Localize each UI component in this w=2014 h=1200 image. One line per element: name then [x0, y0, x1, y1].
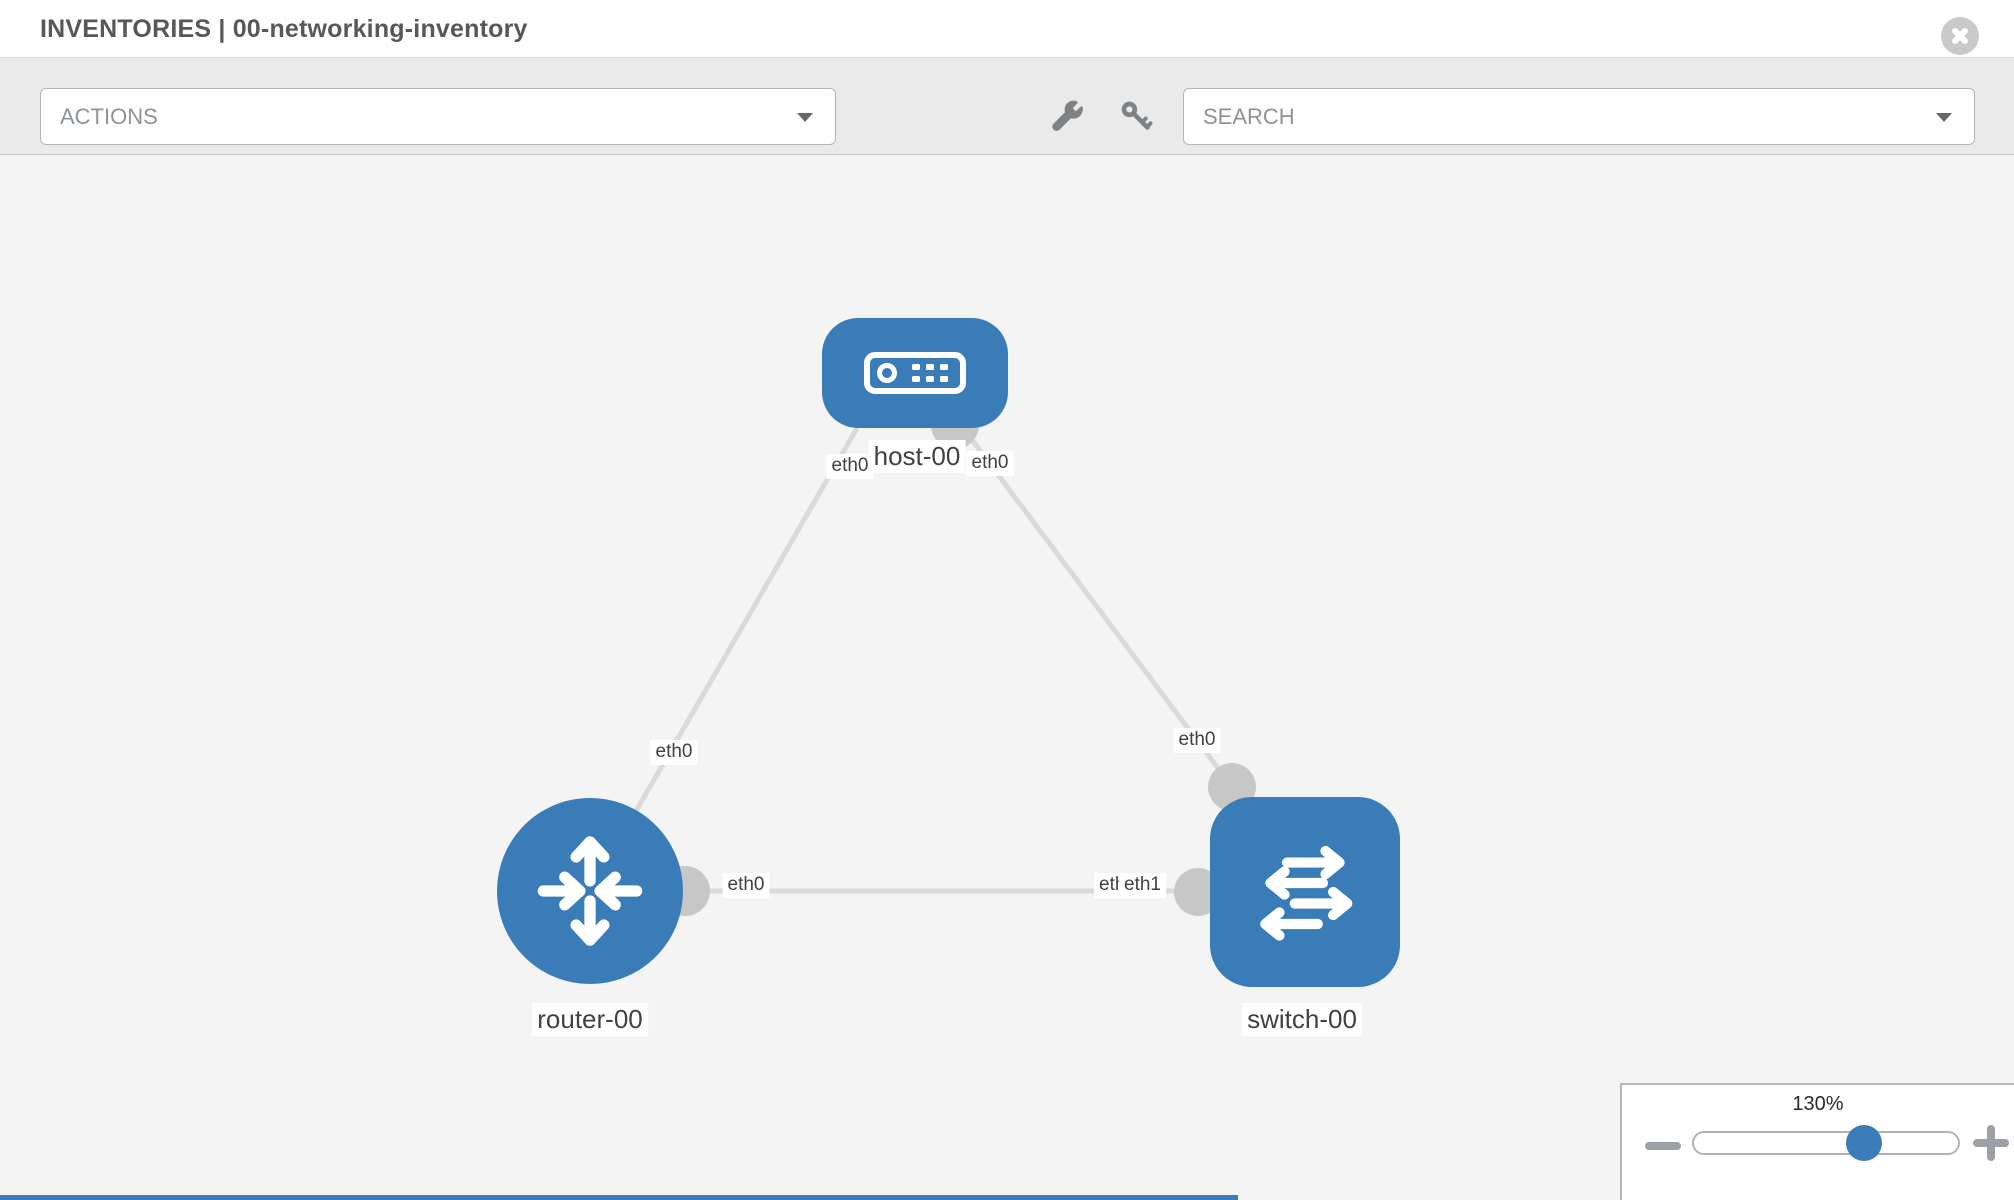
actions-dropdown[interactable]: ACTIONS: [40, 88, 836, 145]
iface-label-host-left: eth0: [826, 454, 874, 479]
topology-canvas[interactable]: [0, 155, 2014, 1200]
router-icon: [537, 836, 643, 946]
header: INVENTORIES | 00-networking-inventory: [0, 0, 2014, 58]
iface-label-switch-eth1: eth1: [1119, 873, 1166, 898]
iface-label-link2-mid: eth0: [1173, 728, 1221, 753]
iface-label-router-eth0: eth0: [722, 873, 770, 898]
node-label-switch: switch-00: [1242, 1003, 1362, 1037]
link-host-switch: [960, 426, 1235, 789]
key-icon: [1121, 101, 1153, 130]
switch-icon: [1260, 845, 1353, 941]
tools-button[interactable]: [1046, 94, 1090, 138]
zoom-in-button[interactable]: [1973, 1125, 2009, 1161]
bottom-accent-bar: [0, 1195, 1238, 1200]
page-title: INVENTORIES | 00-networking-inventory: [40, 14, 528, 43]
chevron-down-icon: [1936, 113, 1952, 122]
toolbar: ACTIONS SEARCH: [0, 58, 2014, 155]
close-icon[interactable]: [1941, 17, 1979, 55]
zoom-out-button[interactable]: [1645, 1133, 1681, 1157]
search-dropdown-label: SEARCH: [1203, 103, 1295, 129]
iface-label-host-right: eth0: [966, 451, 1014, 476]
node-label-router: router-00: [532, 1003, 648, 1037]
iface-label-link1-mid: eth0: [650, 740, 698, 765]
credentials-button[interactable]: [1114, 94, 1158, 138]
minus-icon: [1645, 1142, 1681, 1150]
zoom-slider-track[interactable]: [1692, 1131, 1960, 1155]
node-router-00[interactable]: [497, 798, 683, 984]
node-switch-00[interactable]: [1210, 797, 1400, 987]
zoom-level-value: 130%: [1792, 1093, 1844, 1115]
actions-dropdown-label: ACTIONS: [60, 103, 158, 129]
zoom-panel: 130%: [1620, 1083, 2014, 1200]
chevron-down-icon: [797, 113, 813, 122]
node-host-00[interactable]: [822, 318, 1008, 428]
host-icon: [864, 352, 966, 394]
wrench-icon: [1052, 100, 1083, 131]
search-dropdown[interactable]: SEARCH: [1183, 88, 1975, 145]
zoom-slider-handle[interactable]: [1846, 1125, 1882, 1161]
links-layer: [633, 401, 1256, 916]
node-label-host: host-00: [868, 440, 966, 474]
